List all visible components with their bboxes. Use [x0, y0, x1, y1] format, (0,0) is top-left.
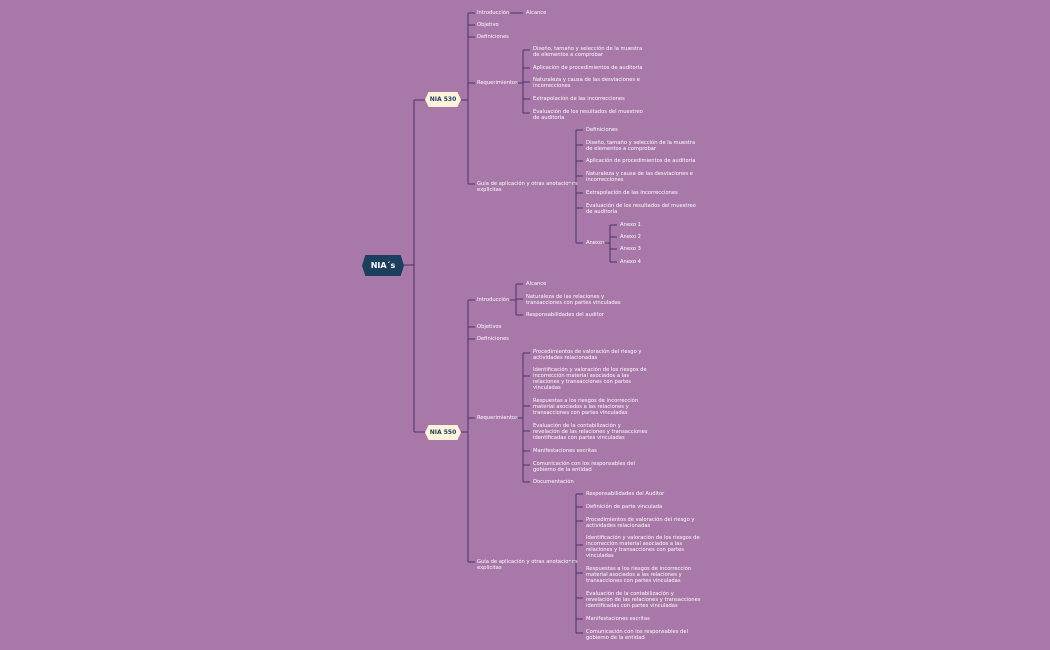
root-node-label: NIA´s — [370, 261, 396, 270]
node-req-procedimientos[interactable]: Procedimientos de valoración del riesgo … — [533, 349, 642, 361]
node-guia-aplicacion[interactable]: Aplicación de procedimientos de auditorí… — [586, 158, 696, 164]
branch-node-nia-530[interactable]: NIA 530 — [425, 92, 461, 107]
connector-8 — [516, 352, 530, 483]
root-node[interactable]: NIA´s — [362, 255, 404, 276]
node-guia-naturaleza[interactable]: Naturaleza y causa de las desviaciones e… — [586, 171, 693, 183]
node-guia-aplicacion[interactable]: Guía de aplicación y otras anotaciones e… — [477, 181, 578, 193]
node-guia-diseno[interactable]: Diseño, tamaño y selección de la muestra… — [586, 140, 696, 152]
node-guia-respuestas[interactable]: Respuestas a los riesgos de incorrección… — [586, 566, 692, 584]
branch-node-label: NIA 530 — [429, 96, 457, 103]
node-req-identificacion[interactable]: Identificación y valoración de los riesg… — [533, 367, 647, 391]
connector-7 — [510, 283, 523, 316]
node-req-documentacion[interactable]: Documentación — [533, 479, 574, 485]
node-introduccion[interactable]: Introducción — [477, 297, 510, 303]
node-objetivos[interactable]: Objetivos — [477, 324, 502, 330]
node-guia-contabilizacion[interactable]: Evaluación de la contabilización y revel… — [586, 591, 701, 609]
node-definiciones[interactable]: Definiciones — [477, 336, 509, 342]
branch-node-nia-550[interactable]: NIA 550 — [425, 425, 461, 440]
node-alcance[interactable]: Alcance — [526, 281, 547, 287]
node-guia-aplicacion[interactable]: Guía de aplicación y otras anotaciones e… — [477, 559, 578, 571]
node-guia-identificacion[interactable]: Identificación y valoración de los riesg… — [586, 535, 700, 559]
node-requerimientos[interactable]: Requerimientos — [477, 80, 518, 86]
node-req-extrapolacion[interactable]: Extrapolación de las incorrecciones — [533, 96, 625, 102]
node-guia-evaluacion[interactable]: Evaluación de los resultados del muestre… — [586, 203, 696, 215]
node-guia-manifestaciones[interactable]: Manifestaciones escritas — [586, 616, 650, 622]
node-naturaleza-relaciones[interactable]: Naturaleza de las relaciones y transacci… — [526, 294, 621, 306]
node-req-evaluacion[interactable]: Evaluación de los resultados del muestre… — [533, 109, 643, 121]
node-req-contabilizacion[interactable]: Evaluación de la contabilización y revel… — [533, 423, 648, 441]
node-req-aplicacion[interactable]: Aplicación de procedimientos de auditorí… — [533, 65, 643, 71]
node-alcance[interactable]: Alcance — [526, 10, 547, 16]
connector-0 — [404, 99, 425, 433]
node-anexo-1[interactable]: Anexo 1 — [620, 222, 641, 228]
node-anexo-3[interactable]: Anexo 3 — [620, 246, 641, 252]
node-guia-responsabilidades[interactable]: Responsabilidades del Auditor — [586, 491, 665, 497]
node-guia-procedimientos[interactable]: Procedimientos de valoración del riesgo … — [586, 517, 695, 529]
node-anexo-4[interactable]: Anexo 4 — [620, 259, 641, 265]
connector-6 — [461, 299, 475, 563]
connector-1 — [461, 12, 475, 185]
node-req-comunicacion[interactable]: Comunicación con los responsables del go… — [533, 461, 635, 473]
node-definiciones[interactable]: Definiciones — [477, 34, 509, 40]
node-guia-definiciones[interactable]: Definiciones — [586, 127, 618, 133]
node-req-manifestaciones[interactable]: Manifestaciones escritas — [533, 448, 597, 454]
branch-node-label: NIA 550 — [429, 429, 457, 436]
node-anexos[interactable]: Anexos — [586, 240, 605, 246]
node-objetivo[interactable]: Objetivo — [477, 22, 499, 28]
node-requerimientos[interactable]: Requerimientos — [477, 415, 518, 421]
node-responsabilidades-auditor[interactable]: Responsabilidades del auditor — [526, 312, 604, 318]
node-guia-extrapolacion[interactable]: Extrapolación de las incorrecciones — [586, 190, 678, 196]
node-req-respuestas[interactable]: Respuestas a los riesgos de incorrección… — [533, 398, 639, 416]
node-anexo-2[interactable]: Anexo 2 — [620, 234, 641, 240]
node-req-diseno[interactable]: Diseño, tamaño y selección de la muestra… — [533, 46, 643, 58]
connector-3 — [516, 49, 530, 114]
node-guia-comunicacion[interactable]: Comunicación con los responsables del go… — [586, 629, 688, 641]
node-introduccion[interactable]: Introducción — [477, 10, 510, 16]
node-req-naturaleza[interactable]: Naturaleza y causa de las desviaciones e… — [533, 77, 640, 89]
node-guia-definicion-parte[interactable]: Definición de parte vinculada — [586, 504, 663, 510]
